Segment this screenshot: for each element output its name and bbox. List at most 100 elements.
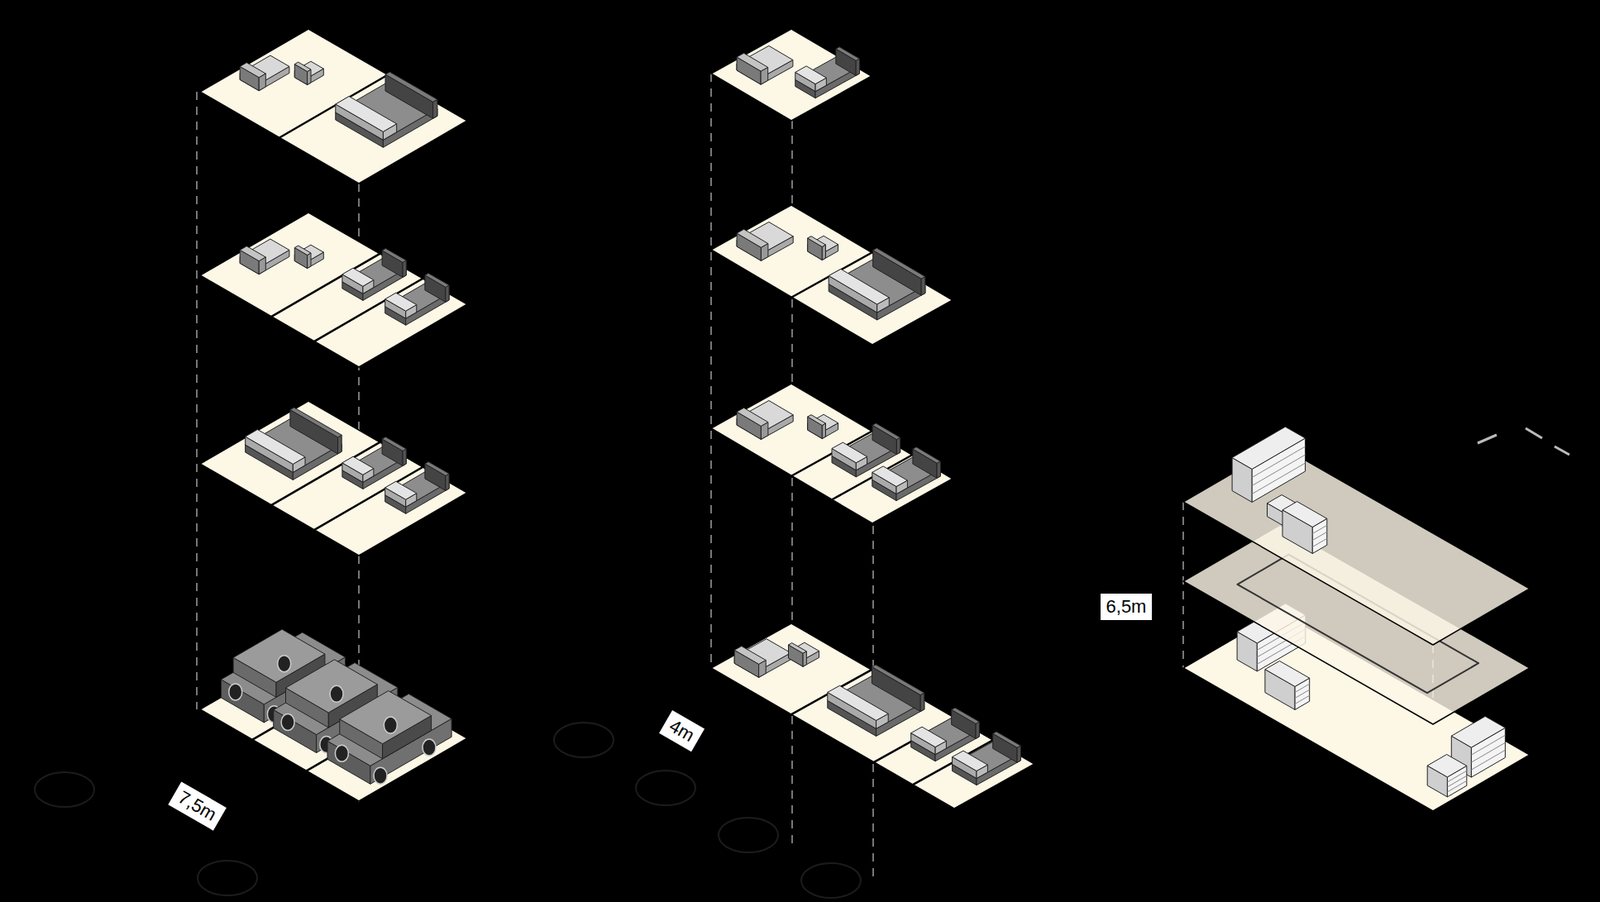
bed-pillow (385, 481, 417, 500)
room-divider (271, 253, 380, 317)
car-wheel (281, 714, 295, 731)
grid-circle (801, 863, 861, 898)
bed-headboard (338, 434, 343, 454)
shelf-line (1251, 454, 1305, 486)
floor-slab (200, 212, 468, 368)
bed-headboard (425, 273, 449, 288)
bed-headboard (872, 423, 901, 440)
car-cabin (286, 659, 378, 713)
bed-headboard (873, 248, 926, 279)
sofa (736, 52, 769, 72)
shelf-line (1251, 446, 1305, 478)
car-wheel (229, 683, 243, 701)
car-wheel (422, 739, 436, 756)
roof-stroke (1477, 434, 1497, 444)
bed-headboard (1017, 745, 1021, 763)
floor-slab (711, 383, 953, 524)
shelf-line (1312, 531, 1328, 540)
floor-slab (711, 205, 953, 345)
bed-headboard (920, 692, 925, 712)
roof-stroke (1554, 446, 1570, 455)
shelf-line (1251, 463, 1305, 494)
sofa (736, 407, 769, 426)
bed-pillow (385, 292, 417, 311)
grid-circle (635, 770, 696, 806)
shop-shelf (1427, 754, 1467, 778)
bed-headboard (382, 437, 406, 452)
floor-slab (711, 28, 872, 121)
bed-headboard (433, 99, 438, 119)
shelf-line (1471, 735, 1505, 755)
sofa (788, 643, 808, 655)
shelf-line (1471, 749, 1505, 770)
shelf-line (1447, 780, 1467, 793)
bed-headboard (402, 260, 406, 278)
bed-headboard (896, 437, 900, 454)
bed-pillow (831, 442, 868, 464)
sofa (734, 646, 766, 665)
bed-headboard (921, 277, 926, 297)
bed-pillow (827, 685, 889, 721)
sofa (736, 229, 769, 248)
floor-slab (200, 646, 468, 802)
sofa (821, 423, 826, 439)
bed-headboard (936, 461, 941, 478)
bed-pillow (342, 267, 374, 287)
dimension-text: 6,5m (1106, 596, 1147, 617)
shop-shelf (1282, 501, 1328, 528)
bed-headboard (290, 407, 342, 438)
bed-headboard (445, 473, 449, 492)
roof-stroke (1525, 428, 1543, 439)
shelf-line (1447, 770, 1467, 783)
sofa (307, 69, 311, 86)
dashed-axis (195, 91, 198, 710)
grid-circle (718, 817, 779, 853)
bed-headboard (382, 248, 406, 263)
floor-slab (200, 401, 468, 556)
bed-headboard (835, 47, 860, 62)
sofa (821, 244, 826, 260)
sofa (807, 236, 827, 248)
shop-shelf (1451, 716, 1505, 748)
shelf-line (1294, 683, 1310, 693)
sofa (294, 62, 311, 72)
bed-headboard (912, 447, 941, 464)
car-wheel (329, 685, 344, 703)
bed-headboard (385, 71, 438, 102)
dashed-axis (1182, 501, 1185, 669)
bed-pillow (828, 268, 889, 305)
shelf-line (1447, 775, 1467, 788)
dimension-label: 7,5m (167, 781, 227, 832)
car-wheel (277, 655, 292, 673)
grid-circle (554, 722, 614, 758)
sofa (807, 415, 827, 426)
car-wheel (373, 767, 387, 784)
sofa (239, 62, 266, 78)
bed-headboard (993, 731, 1022, 748)
car-cabin (339, 691, 432, 745)
room-divider (314, 278, 423, 342)
grid-circle (197, 860, 258, 896)
dashed-axis (710, 73, 712, 669)
room-divider (314, 467, 423, 531)
sofa (802, 651, 807, 667)
bed-pillow (911, 726, 947, 747)
bed-pillow (872, 466, 908, 488)
grid-circle (34, 772, 95, 808)
dimension-text: 4m (665, 715, 698, 746)
bed-headboard (855, 58, 860, 76)
bed-headboard (951, 707, 980, 724)
sofa (239, 246, 266, 262)
shop-shelf (1265, 661, 1310, 688)
dimension-text: 7,5m (174, 786, 220, 825)
shelf-line (1471, 742, 1505, 763)
bed-pillow (335, 96, 397, 133)
bed-pillow (342, 456, 374, 475)
sofa (307, 253, 311, 269)
shop-shelf (1232, 426, 1306, 469)
bed-headboard (425, 462, 449, 477)
floor-slab (1183, 445, 1530, 645)
shelf-line (1312, 525, 1328, 534)
bed-headboard (871, 664, 924, 696)
